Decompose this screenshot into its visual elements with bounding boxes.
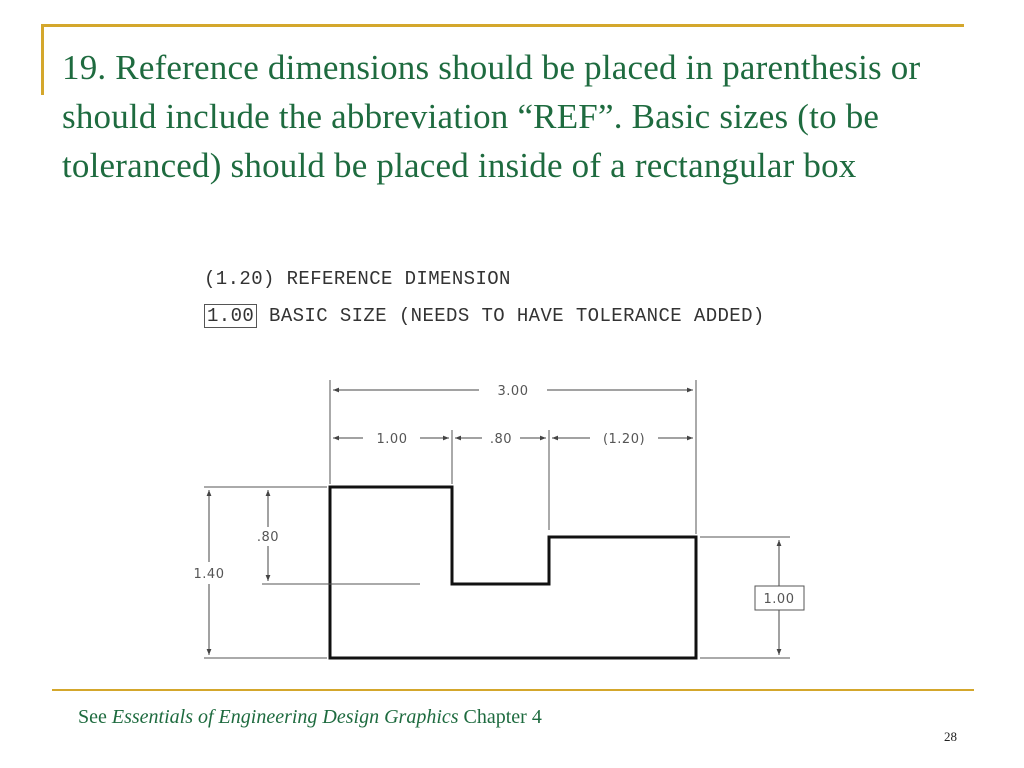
footer-book-title: Essentials of Engineering Design Graphic… [111, 706, 459, 728]
accent-left-rule [41, 27, 44, 95]
dim-notch-width-label: .80 [490, 432, 512, 447]
dimension-notch-width: .80 [455, 432, 546, 447]
footer-citation: See Essentials of Engineering Design Gra… [78, 706, 542, 729]
legend-reference-text: (1.20) REFERENCE DIMENSION [204, 268, 511, 290]
dimension-left-width: 1.00 [333, 432, 449, 447]
footer-see: See [78, 706, 112, 728]
dimension-notch-depth: .80 [257, 490, 279, 581]
page-number: 28 [944, 729, 957, 744]
dimension-right-height: 1.00 [754, 540, 805, 655]
part-outline [328, 485, 698, 660]
dim-overall-width-label: 3.00 [498, 384, 529, 399]
legend-basic-box: 1.00 [204, 304, 258, 328]
legend-basic-text: BASIC SIZE (NEEDS TO HAVE TOLERANCE ADDE… [257, 305, 765, 327]
legend-reference-dimension: (1.20) REFERENCE DIMENSION [204, 268, 511, 290]
footer-chapter: Chapter 4 [458, 706, 542, 728]
legend-basic-size: 1.00 BASIC SIZE (NEEDS TO HAVE TOLERANCE… [204, 304, 765, 328]
dimension-overall-width: 3.00 [333, 384, 693, 399]
dim-right-height-label: 1.00 [764, 592, 795, 607]
basic-size-box [754, 585, 805, 611]
dim-notch-depth-label: .80 [257, 530, 279, 545]
dimension-overall-height: 1.40 [194, 490, 225, 655]
slide-title: 19. Reference dimensions should be place… [62, 48, 921, 185]
accent-top-rule [41, 24, 964, 27]
dimension-right-width: (1.20) [552, 432, 693, 447]
footer-rule [52, 689, 974, 691]
dim-right-width-label: (1.20) [603, 432, 645, 447]
extension-lines [204, 380, 790, 659]
dim-overall-height-label: 1.40 [194, 567, 225, 582]
dimensioned-part-drawing: 3.00 1.00 .80 (1.20) 1.40 .80 1.00 [194, 380, 805, 660]
dim-left-width-label: 1.00 [377, 432, 408, 447]
